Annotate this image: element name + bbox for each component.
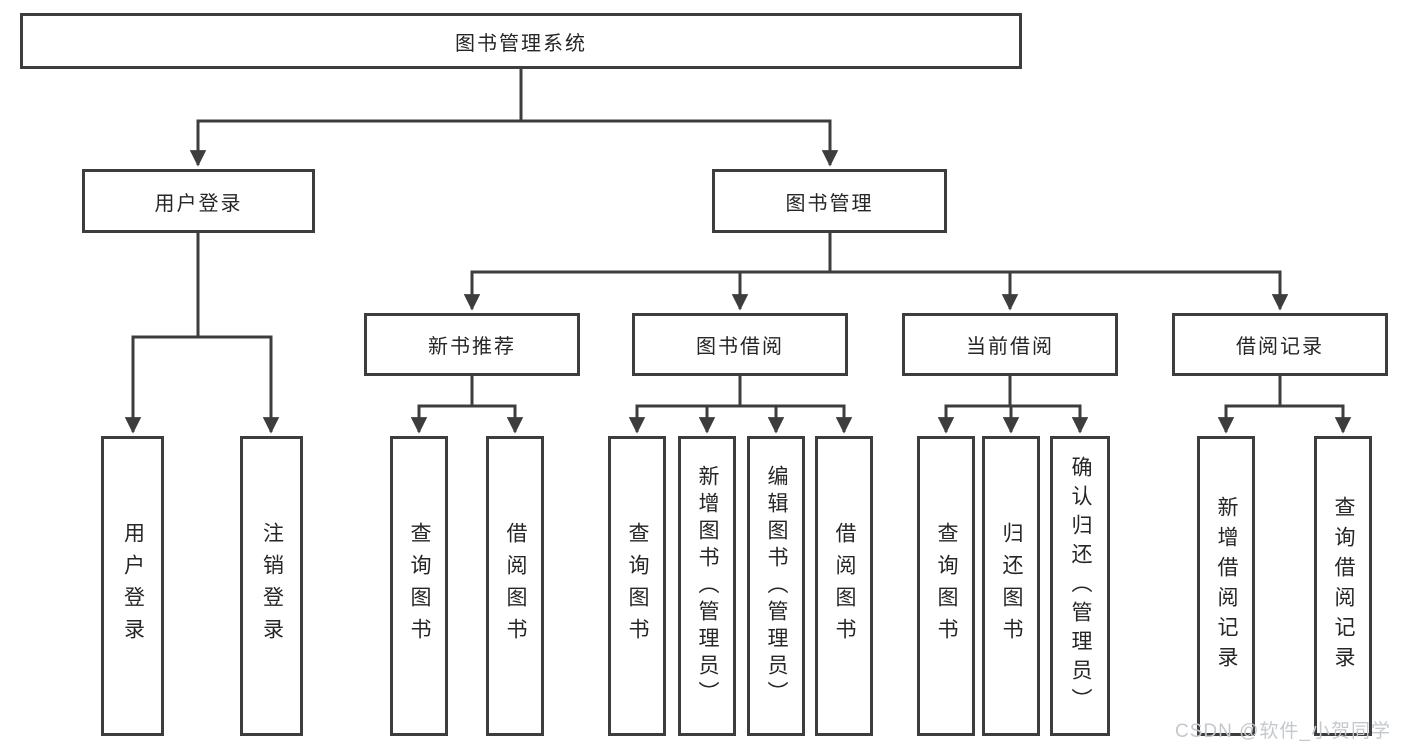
node-new-book-recommendation: 新书推荐 — [364, 313, 580, 376]
node-borrowing-records: 借阅记录 — [1172, 313, 1388, 376]
node-current-borrowing: 当前借阅 — [902, 313, 1118, 376]
leaf-logout: 注销登录 — [240, 436, 303, 736]
leaf-nbr-query-books: 查询图书 — [390, 436, 448, 736]
node-user-login: 用户登录 — [82, 169, 315, 233]
watermark: CSDN @软件_小贺同学 — [1175, 721, 1391, 742]
leaf-bb-query-books: 查询图书 — [608, 436, 666, 736]
node-book-borrowing: 图书借阅 — [632, 313, 848, 376]
leaf-br-query-record: 查询借阅记录 — [1314, 436, 1372, 736]
leaf-cb-confirm-return-admin: 确认归还（管理员） — [1050, 436, 1110, 736]
tree-bars — [131, 67, 1345, 408]
leaf-cb-query-books: 查询图书 — [917, 436, 975, 736]
leaf-br-add-record: 新增借阅记录 — [1197, 436, 1255, 736]
leaf-bb-borrow-books: 借阅图书 — [815, 436, 873, 736]
node-root-library-system: 图书管理系统 — [20, 13, 1022, 69]
leaf-user-login: 用户登录 — [101, 436, 164, 736]
node-book-management: 图书管理 — [712, 169, 947, 233]
leaf-bb-edit-books-admin: 编辑图书（管理员） — [747, 436, 805, 736]
leaf-nbr-borrow-books: 借阅图书 — [486, 436, 544, 736]
leaf-bb-add-books-admin: 新增图书（管理员） — [678, 436, 736, 736]
leaf-cb-return-books: 归还图书 — [982, 436, 1040, 736]
